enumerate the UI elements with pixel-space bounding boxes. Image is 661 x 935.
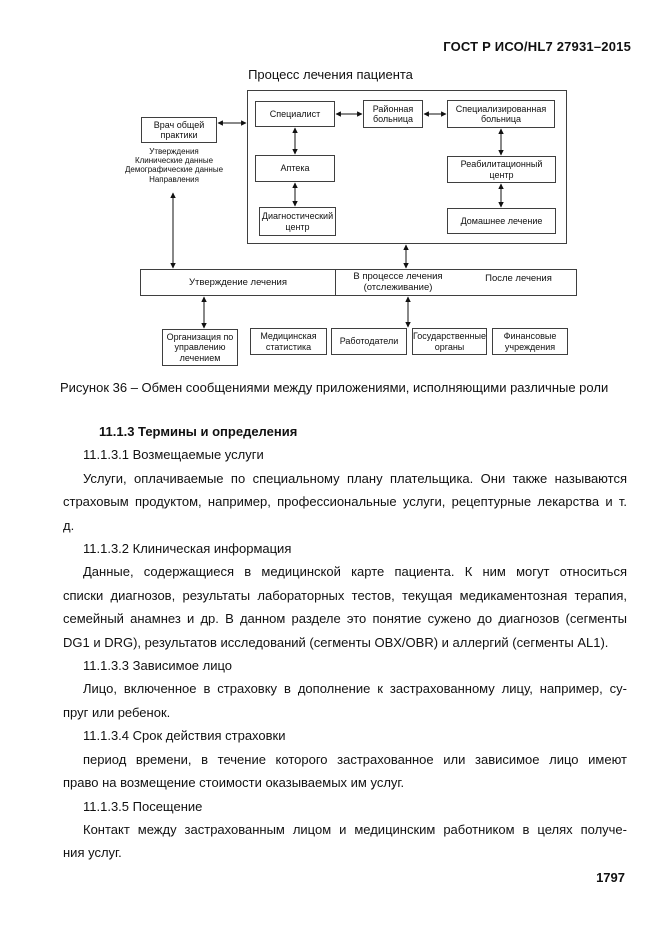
paragraph-line: период времени, в течение которого застр… bbox=[83, 751, 627, 767]
term-heading: 11.1.3.5 Посещение bbox=[83, 798, 203, 814]
diagram-box-district-hospital: Районная больница bbox=[363, 100, 423, 128]
paragraph-line: д. bbox=[63, 517, 75, 533]
paragraph-line: DG1 и DRG), результатов исследований (се… bbox=[63, 634, 609, 650]
diagram-box-gov-bodies: Государственные органы bbox=[412, 328, 487, 355]
term-heading: 11.1.3.1 Возмещаемые услуги bbox=[83, 447, 264, 463]
paragraph-line: страховым продуктом, например, профессио… bbox=[63, 494, 627, 510]
diagram-box-rehab-center: Реабилитационный центр bbox=[447, 156, 556, 183]
diagram-box-specialized-hospital: Специализированная больница bbox=[447, 100, 555, 128]
band-divider bbox=[335, 270, 336, 295]
band-cell-in-process: В процессе лечения (отслеживание) bbox=[353, 271, 443, 293]
paragraph-line: пруг или ребенок. bbox=[63, 704, 171, 720]
diagram-box-fin-inst: Финансовые учреждения bbox=[492, 328, 568, 355]
figure-caption: Рисунок 36 – Обмен сообщениями между при… bbox=[60, 380, 609, 395]
term-heading: 11.1.3.3 Зависимое лицо bbox=[83, 658, 233, 674]
paragraph-line: Контакт между застрахованным лицом и мед… bbox=[83, 821, 627, 837]
diagram-box-vrach: Врач общей практики bbox=[141, 117, 217, 143]
body-text: 11.1.3 Термины и определения 11.1.3.1 Воз… bbox=[63, 420, 627, 865]
diagram-box-specialist: Специалист bbox=[255, 101, 335, 127]
paragraph-line: право на возмещение стоимости оказываемы… bbox=[63, 775, 405, 791]
paragraph-line: ния услуг. bbox=[63, 845, 122, 861]
diagram-box-home-care: Домашнее лечение bbox=[447, 208, 556, 234]
page-number: 1797 bbox=[596, 870, 625, 885]
diagram-box-org-mgmt: Организация по управлению лечением bbox=[162, 329, 238, 366]
diagram-box-diagnostic-center: Диагностический центр bbox=[259, 207, 336, 236]
diagram-phase-band: Утверждение лечения В процессе лечения (… bbox=[140, 269, 577, 296]
band-cell-approval: Утверждение лечения bbox=[189, 277, 287, 288]
diagram-box-med-stats: Медицинская статистика bbox=[250, 328, 327, 355]
figure-title: Процесс лечения пациента bbox=[248, 67, 413, 82]
paragraph-line: Услуги, оплачиваемые по специальному пла… bbox=[83, 470, 627, 486]
term-heading: 11.1.3.2 Клиническая информация bbox=[83, 541, 292, 557]
diagram-box-pharmacy: Аптека bbox=[255, 155, 335, 182]
diagram-outer-box bbox=[247, 90, 567, 244]
paragraph-line: Лицо, включенное в страховку в дополнени… bbox=[83, 681, 627, 697]
section-heading: 11.1.3 Термины и определения bbox=[99, 424, 298, 439]
term-heading: 11.1.3.4 Срок действия страховки bbox=[83, 728, 286, 744]
diagram-box-employers: Работодатели bbox=[331, 328, 407, 355]
paragraph-line: семейный анамнез и др. В данном разделе … bbox=[63, 611, 627, 627]
document-header: ГОСТ Р ИСО/HL7 27931–2015 bbox=[443, 39, 631, 54]
diagram-annotation-text: Утверждения Клинические данные Демографи… bbox=[124, 147, 224, 184]
paragraph-line: Данные, содержащиеся в медицинской карте… bbox=[83, 564, 627, 580]
patient-process-diagram: Процесс лечения пациента Утверждения Кли… bbox=[0, 0, 661, 420]
band-cell-after: После лечения bbox=[485, 273, 552, 284]
paragraph-line: списки диагнозов, результаты лабораторны… bbox=[63, 587, 627, 603]
